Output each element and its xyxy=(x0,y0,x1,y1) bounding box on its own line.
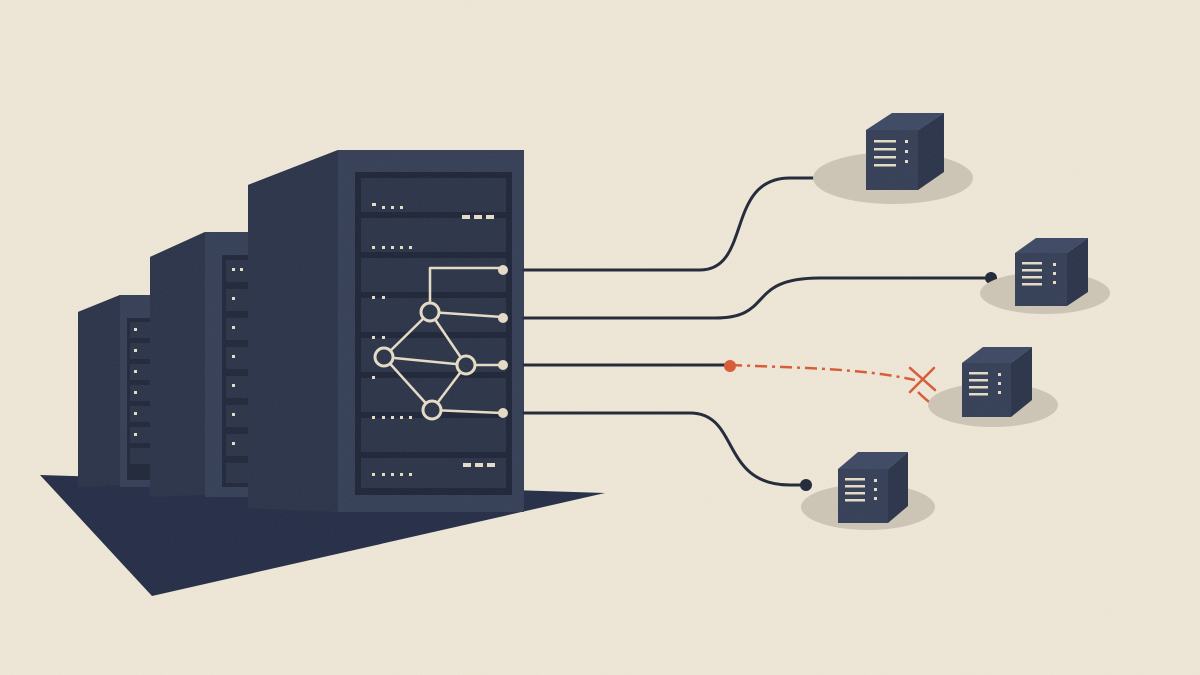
paper-texture xyxy=(0,0,1200,675)
illustration-canvas xyxy=(0,0,1200,675)
